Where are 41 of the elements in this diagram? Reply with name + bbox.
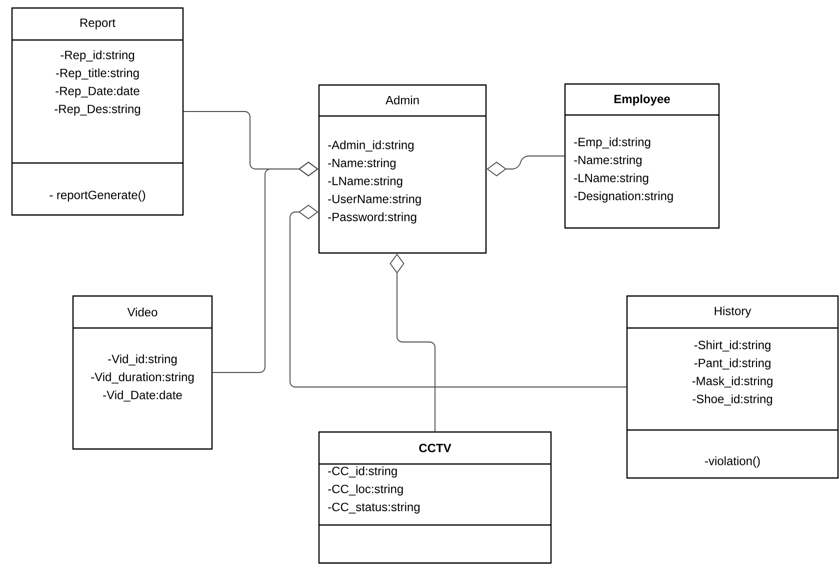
class-name: Employee [614,94,670,106]
method-text: - reportGenerate() [50,190,146,202]
class-box [626,295,839,479]
aggregation-line [212,162,318,373]
attribute-text: -Shoe_id:string [692,394,772,406]
attribute-text: -Vid_duration:string [91,372,194,384]
attribute-text: -CC_status:string [328,502,420,514]
attribute-text: -Rep_title:string [56,68,139,80]
class-name: CCTV [419,444,452,452]
attribute-text: -Admin_id:string [328,140,414,152]
aggregation-line [290,204,627,388]
class-box [318,84,487,254]
attribute-text: -Vid_id:string [108,354,177,366]
attribute-text: -UserName:string [328,194,421,206]
method-text: -violation() [705,456,760,468]
attribute-text: -Mask_id:string [692,376,772,388]
class-box [72,295,213,450]
attribute-text: -Name:string [574,155,642,167]
attribute-text: -Password:string [328,212,416,224]
attribute-text: -LName:string [328,176,402,188]
attribute-text: -Rep_Des:string [54,104,140,116]
class-name: History [714,306,752,318]
attribute-text: -CC_loc:string [328,484,403,496]
attribute-text: -Emp_id:string [574,137,650,149]
aggregation-line [486,156,565,176]
attribute-text: -Rep_Date:date [56,86,140,98]
class-box [318,431,552,564]
attribute-text: -Shirt_id:string [694,340,770,352]
aggregation-line [390,254,436,432]
attribute-text: -CC_id:string [328,466,397,478]
class-name: Admin [386,96,419,104]
attribute-text: -Name:string [328,158,396,170]
attribute-text: -Vid_Date:date [103,390,182,402]
attribute-text: -Pant_id:string [694,358,770,370]
attribute-text: -LName:string [574,173,648,185]
class-name: Video [127,308,158,316]
class-box [11,7,184,216]
class-box [564,83,720,229]
attribute-text: -Rep_id:string [60,50,134,62]
class-name: Report [80,18,116,30]
attribute-text: -Designation:string [574,191,673,203]
